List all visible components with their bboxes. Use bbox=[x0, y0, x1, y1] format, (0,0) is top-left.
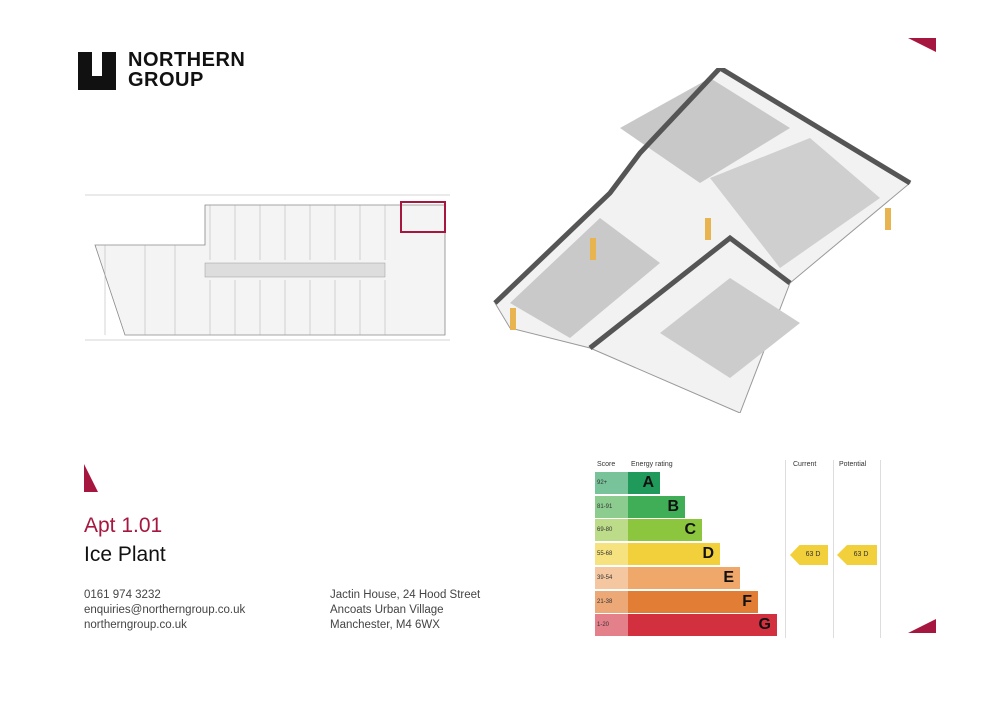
band-score: 92+ bbox=[595, 472, 628, 494]
apartment-3d-floor-plan bbox=[493, 68, 912, 413]
band-bar: F bbox=[628, 590, 758, 613]
corner-triangle-icon bbox=[908, 38, 936, 52]
email-link[interactable]: enquiries@northerngroup.co.uk bbox=[84, 604, 246, 616]
address-line-1: Jactin House, 24 Hood Street bbox=[330, 589, 481, 601]
band-score: 69-80 bbox=[595, 519, 628, 542]
band-score: 1-20 bbox=[595, 614, 628, 637]
band-bar: C bbox=[628, 519, 702, 542]
corner-triangle-icon bbox=[84, 464, 98, 492]
address-line-3: Manchester, M4 6WX bbox=[330, 619, 440, 631]
potential-rating-arrow: 63 D bbox=[837, 545, 877, 565]
energy-rating-chart: Score Energy rating Current Potential 92… bbox=[595, 460, 881, 638]
current-header: Current bbox=[793, 461, 817, 468]
potential-header: Potential bbox=[839, 461, 867, 468]
address-block: Jactin House, 24 Hood Street Ancoats Urb… bbox=[330, 588, 480, 633]
address-line-2: Ancoats Urban Village bbox=[330, 604, 444, 616]
band-score: 21-38 bbox=[595, 590, 628, 613]
corner-triangle-icon bbox=[908, 619, 936, 633]
logo-text: NORTHERN GROUP bbox=[128, 50, 245, 90]
development-name: Ice Plant bbox=[84, 543, 166, 566]
contact-block: 0161 974 3232 enquiries@northerngroup.co… bbox=[84, 588, 245, 633]
rating-header: Energy rating bbox=[631, 461, 673, 468]
band-score: 39-54 bbox=[595, 566, 628, 589]
logo-line-1: NORTHERN bbox=[128, 49, 246, 71]
band-bar: E bbox=[628, 566, 740, 589]
band-score: 55-68 bbox=[595, 543, 628, 566]
band-bar: B bbox=[628, 495, 685, 518]
band-bar: G bbox=[628, 614, 777, 637]
band-bar: A bbox=[628, 472, 660, 494]
apartment-number: Apt 1.01 bbox=[84, 514, 163, 537]
phone: 0161 974 3232 bbox=[84, 589, 161, 601]
band-bar: D bbox=[628, 543, 720, 566]
logo-line-2: GROUP bbox=[128, 69, 204, 91]
website-link[interactable]: northerngroup.co.uk bbox=[84, 619, 187, 631]
logo-icon bbox=[78, 52, 116, 90]
score-header: Score bbox=[597, 461, 616, 468]
building-floor-plan bbox=[85, 185, 450, 345]
current-rating-arrow: 63 D bbox=[790, 545, 828, 565]
band-score: 81-91 bbox=[595, 495, 628, 518]
